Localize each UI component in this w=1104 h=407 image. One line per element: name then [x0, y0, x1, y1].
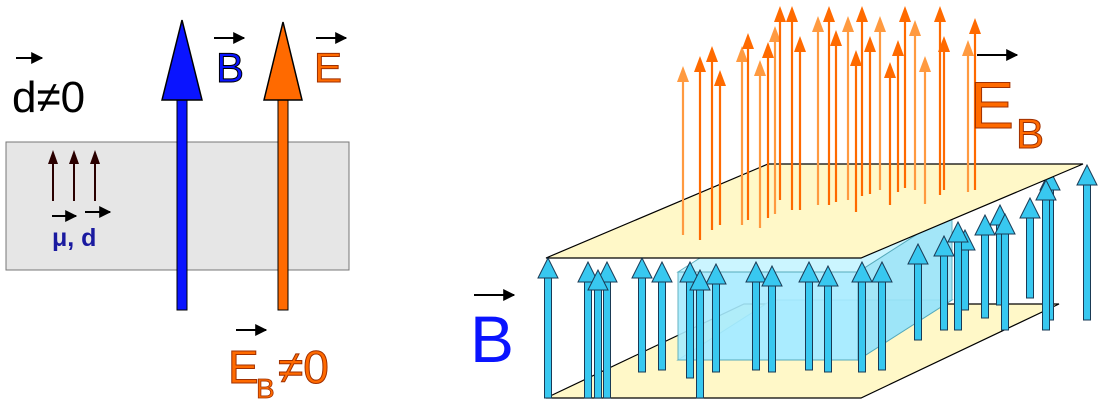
b-field-arrow — [933, 234, 955, 331]
right-b-text: B — [470, 302, 514, 376]
b-field-arrow — [537, 256, 559, 399]
induced-field-subscript: B — [256, 373, 275, 404]
right-e-text: E — [970, 68, 1014, 142]
e-field-arrow — [754, 60, 766, 228]
b-field-text: B — [216, 44, 244, 91]
b-field-arrow — [587, 268, 609, 399]
b-field-arrow — [689, 268, 711, 399]
b-field-arrow — [161, 19, 203, 311]
moment-label: μ, d — [52, 206, 112, 252]
b-field-arrow — [1019, 196, 1041, 299]
e-field-arrow — [774, 6, 786, 200]
e-field-arrow — [864, 36, 876, 194]
b-field-arrow — [798, 260, 820, 371]
e-field-arrow — [919, 56, 931, 204]
top-plate — [545, 163, 1084, 259]
e-field-arrow — [677, 66, 689, 235]
e-field-arrow — [884, 62, 896, 205]
b-field-arrow — [974, 213, 996, 319]
e-field-arrow — [899, 6, 911, 188]
e-field-arrow — [706, 46, 718, 230]
e-field-arrow — [969, 18, 981, 190]
e-field-arrow — [962, 40, 974, 192]
left-diagram: μ, d d≠0 B E E B ≠0 — [5, 19, 350, 404]
e-field-arrow — [874, 16, 886, 190]
b-field-arrow — [1035, 178, 1057, 331]
e-field-arrow — [786, 6, 798, 210]
e-field-arrow — [909, 20, 921, 190]
e-field-arrow — [856, 6, 868, 196]
front-b-arrows — [537, 163, 1098, 399]
e-field-arrow — [694, 56, 706, 240]
b-field-arrow — [679, 260, 701, 379]
e-field-arrow — [850, 50, 862, 212]
e-field-arrow — [769, 26, 781, 214]
e-field-arrow — [892, 40, 904, 192]
b-field-arrow — [761, 264, 783, 373]
moment-text: μ, d — [52, 224, 96, 252]
b-field-arrow — [705, 262, 727, 373]
e-field-arrow — [794, 36, 806, 210]
e-field-arrow — [742, 33, 754, 220]
right-b-label: B — [470, 289, 516, 376]
e-field-arrow — [938, 36, 950, 190]
e-field-arrow — [762, 42, 774, 218]
dipole-arrows — [48, 150, 100, 201]
e-field-arrow — [830, 30, 842, 202]
e-field-arrow — [263, 21, 303, 311]
b-field-arrow — [1076, 163, 1098, 321]
e-field-text: E — [314, 44, 342, 91]
induced-field-suffix: ≠0 — [278, 341, 329, 393]
e-field-arrow — [736, 46, 748, 225]
right-e-label: E B — [970, 49, 1045, 158]
b-field-arrow — [745, 260, 767, 371]
e-field-arrow — [842, 16, 854, 200]
b-field-arrow — [851, 260, 873, 373]
b-field-arrow — [817, 264, 839, 373]
b-field-label: B — [214, 32, 246, 92]
e-field-arrow — [812, 16, 824, 205]
b-field-arrow — [631, 256, 653, 373]
induced-field-label: E B ≠0 — [228, 324, 329, 404]
edm-label: d≠0 — [12, 52, 85, 122]
e-field-label: E — [314, 32, 348, 92]
right-e-subscript: B — [1016, 110, 1044, 157]
b-field-arrow — [947, 220, 969, 331]
right-diagram: B E B — [470, 6, 1098, 399]
b-field-arrow — [907, 242, 929, 341]
b-field-arrow — [871, 260, 893, 371]
b-field-arrow — [577, 260, 599, 399]
e-field-arrows — [677, 6, 981, 240]
e-field-arrow — [823, 6, 835, 205]
edm-text: d≠0 — [12, 73, 85, 122]
b-field-arrow — [651, 260, 673, 371]
e-field-arrow — [714, 70, 726, 225]
b-field-arrow — [994, 212, 1016, 331]
induced-field-letter: E — [228, 341, 259, 393]
